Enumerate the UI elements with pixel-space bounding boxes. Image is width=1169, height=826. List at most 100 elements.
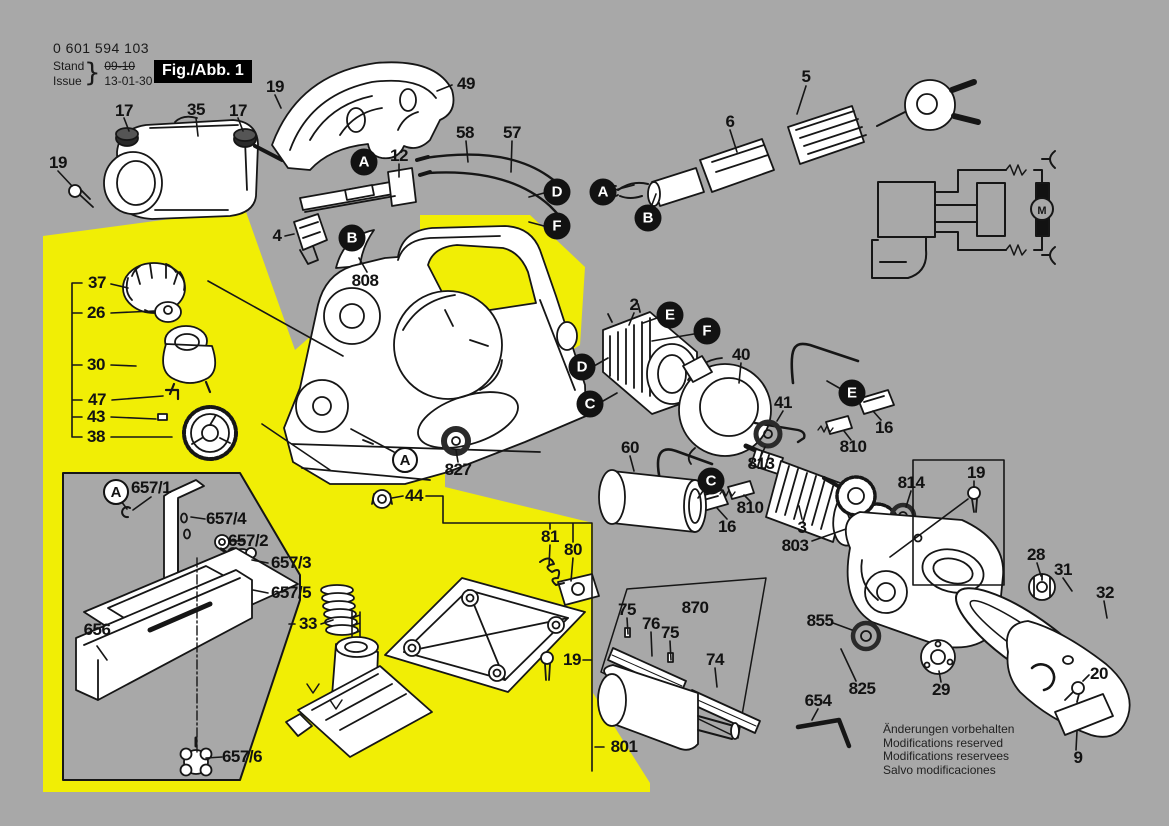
part-label-49: 49 [457,74,475,93]
part-label-16: 16 [718,517,736,536]
brush-810-right-drawing [817,415,853,435]
hex-key-654-drawing [795,717,852,749]
callout-f: F [543,212,571,240]
switch-80-drawing [557,573,600,606]
part-label-657-3: 657/3 [270,553,312,572]
spring-81-drawing [539,557,565,586]
part-label-12: 12 [390,146,408,165]
part-label-17: 17 [115,101,133,120]
part-label-19: 19 [563,650,581,669]
part-label-28: 28 [1027,545,1045,564]
callout-a: A [103,479,129,505]
clip-47-drawing [164,388,180,401]
callout-a: A [589,178,617,206]
callout-b: B [634,204,662,232]
clip-657-1-drawing [121,506,131,519]
callout-a: A [350,148,378,176]
note-line: Modifications reservees [883,749,1010,763]
cap-26-drawing [154,301,182,323]
front-shoe-drawing [285,665,433,758]
part-label-855: 855 [806,611,834,630]
part-label-44: 44 [405,486,423,505]
part-label-26: 26 [87,303,105,322]
part-label-17: 17 [229,101,247,120]
callout-b: B [338,224,366,252]
part-label-657-6: 657/6 [221,747,263,766]
stand-label: Stand [53,59,85,73]
part-label-6: 6 [725,112,735,131]
screw-19-topleft-drawing [68,184,94,208]
bracket-37-38 [71,282,173,438]
issue-label: Issue [53,74,82,88]
part-label-75: 75 [661,623,679,642]
part-label-810: 810 [736,498,764,517]
callout-d: D [568,353,596,381]
part-label-76: 76 [642,614,660,633]
figure-label: Fig./Abb. 1 [154,60,252,83]
part-label-657-4: 657/4 [205,509,247,528]
issue-value: 13-01-30 [104,74,153,88]
clip-41-drawing [753,421,806,444]
nut-44-drawing [371,489,393,509]
part-label-35: 35 [187,100,205,119]
part-label-58: 58 [456,123,474,142]
cord-set-drawing [609,79,981,207]
rod-17-pin-drawing [253,144,284,162]
part-label-74: 74 [706,650,724,669]
part-label-19: 19 [266,77,284,96]
part-label-9: 9 [1073,748,1083,767]
note-line: Änderungen vorbehalten [883,722,1015,736]
part-label-29: 29 [932,680,950,699]
part-label-5: 5 [801,67,811,86]
blade-drum-drawing [597,627,761,751]
part-label-47: 47 [88,390,106,409]
part-label-20: 20 [1090,664,1108,683]
bearing-855-drawing [850,620,882,652]
brush-wire-c-left-drawing [656,448,714,482]
part-label-827: 827 [444,460,472,479]
part-label-40: 40 [732,345,750,364]
document-number: 0 601 594 103 [53,40,150,56]
note-line: Modifications reserved [883,735,1004,750]
screw-19-bottom-drawing [540,651,554,681]
part-label-75: 75 [618,600,636,619]
washer-657-2-drawing [214,534,230,550]
handle-cover-49-drawing [271,61,455,171]
part-label-19: 19 [49,153,67,172]
fan-guard-40-drawing [678,355,772,465]
part-label-654: 654 [804,691,832,710]
part-label-57: 57 [503,123,521,142]
part-label-803: 803 [781,536,809,555]
part-label-81: 81 [541,527,559,546]
brush-810-left-drawing [719,480,755,500]
part-label-19: 19 [967,463,985,482]
planer-body-drawing [283,225,587,485]
part-label-43: 43 [87,407,105,426]
motor-letter: M [1037,205,1046,217]
knob-37-drawing [122,262,186,314]
screw-20-drawing [1064,681,1085,703]
modification-notes: Änderungen vorbehalten Modifications res… [883,722,1015,777]
name-plate-9-drawing [1054,693,1114,736]
part-label-814: 814 [897,473,925,492]
header-brace: } [84,58,101,88]
part-label-801: 801 [610,737,638,756]
part-label-37: 37 [88,273,106,292]
switch-rod-12-drawing [299,167,417,213]
part-label-808: 808 [351,271,379,290]
part-label-813: 813 [747,454,775,473]
bracket-4-drawing [293,213,328,265]
pin-43-drawing [157,413,168,421]
bearing-813-drawing [753,419,783,449]
callout-a: A [392,447,418,473]
part-label-60: 60 [621,438,639,457]
motor-housing-35-drawing [103,115,259,220]
callout-c: C [576,390,604,418]
detail-box-19 [912,459,1005,586]
dial-38-drawing [182,405,238,461]
screw-19-right-drawing [967,486,981,513]
title-block: 0 601 594 103 Stand 09-10 Issue 13-01-30 [53,40,153,88]
knob-17-left-drawing [115,127,139,147]
